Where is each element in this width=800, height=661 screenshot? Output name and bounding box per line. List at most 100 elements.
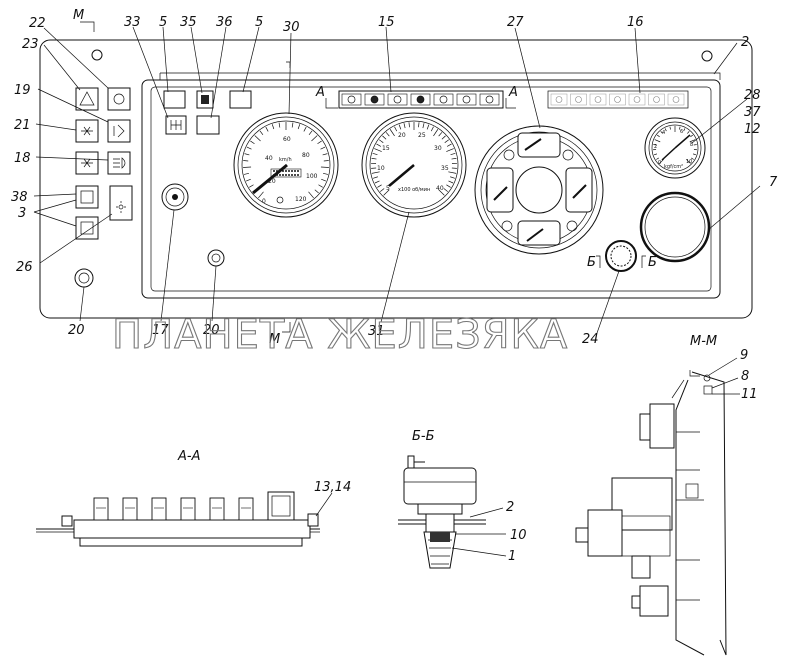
indicator-5b [229, 90, 252, 109]
light-icon [118, 204, 124, 210]
pressure-tick [669, 126, 671, 130]
tachometer-tick [450, 176, 456, 179]
mm-gauge-connector [575, 527, 589, 543]
leader-1 [451, 547, 507, 557]
indicator-lamp-right-icon [633, 96, 641, 103]
tachometer-bezel-inner [365, 116, 463, 214]
instrument-socket [639, 191, 711, 263]
leader-27 [514, 27, 541, 129]
mm-panel-tip [689, 370, 700, 377]
switch-3 [75, 216, 99, 240]
speedometer-tick [246, 146, 252, 150]
bb-flange [417, 503, 463, 515]
leader-26 [39, 213, 113, 264]
aa-lamp-caps [93, 497, 254, 521]
aa-housing [73, 519, 311, 539]
tachometer-tick [380, 188, 385, 192]
callout-10: 10 [510, 528, 527, 543]
speedometer-tick [322, 153, 328, 156]
indicator-lamp-right [628, 93, 646, 106]
leader-5b [242, 26, 260, 93]
warning-lamp-4 [566, 220, 578, 232]
section-a-left-mark [325, 98, 338, 109]
tachometer-tick [377, 184, 382, 188]
panel-outer-border [39, 39, 753, 319]
leader-38 [33, 193, 77, 197]
light-rays-icon [116, 201, 126, 213]
mm-lower-switch-cap [631, 595, 641, 609]
indicator-lamp-right-icon [672, 96, 680, 103]
section-mm-title: М-М [690, 334, 717, 349]
speedometer-indicator [276, 196, 284, 204]
pressure-tick [664, 128, 667, 132]
indicator-35-fill [201, 95, 209, 104]
tachometer-tick [398, 124, 402, 130]
speedometer-tick [265, 126, 269, 132]
section-mark-a-right: А [508, 85, 518, 100]
speedometer-tick [243, 160, 249, 162]
callout-3: 3 [18, 206, 26, 221]
switch-19 [107, 119, 131, 143]
aa-lamp-cap [180, 497, 196, 521]
speedometer-needle [252, 163, 288, 195]
gearbox-icon [170, 120, 182, 130]
leader-24 [596, 270, 620, 334]
callout-20-left: 20 [68, 323, 85, 338]
tachometer-tick [408, 122, 410, 128]
pressure-tick [654, 139, 661, 143]
mm-switch-top-cap [639, 413, 651, 441]
tachometer-tick [426, 124, 430, 130]
indicator-lamp-right-icon [555, 96, 563, 103]
tachometer-tick-40: 40 [436, 185, 444, 192]
section-mark-m-top: М [73, 8, 84, 23]
leader-2-bb [469, 507, 504, 518]
speedometer-tick-40: 40 [265, 155, 273, 162]
tachometer-tick [383, 189, 390, 196]
speedometer-tick [321, 178, 327, 182]
leader-33 [132, 26, 169, 119]
light-knob-grip [610, 245, 632, 267]
warning-lamp-3 [501, 220, 513, 232]
speedometer-tick [297, 124, 301, 130]
speedometer-tick [291, 122, 294, 128]
pressure-tick-0: 0 [658, 160, 661, 166]
leader-3a [33, 199, 77, 213]
indicator-lamp-icon [416, 95, 425, 104]
indicator-lamp-icon [347, 95, 356, 104]
indicator-strip-right-frame [547, 90, 689, 109]
pressure-tick [653, 153, 658, 156]
indicator-lamp-icon [485, 95, 494, 104]
callout-33: 33 [124, 15, 141, 30]
speedometer-tick-20: 20 [268, 178, 276, 185]
callout-22: 22 [29, 16, 46, 31]
speedometer-tick [259, 130, 264, 135]
leader-31 [380, 211, 410, 323]
tachometer-tick [374, 180, 380, 184]
tachometer-tick [394, 126, 398, 132]
leader-13-14 [315, 492, 333, 517]
speedometer-tick [303, 126, 307, 132]
callout-8: 8 [741, 369, 749, 384]
callout-2-bb: 2 [506, 500, 514, 515]
indicator-5a [163, 90, 186, 109]
section-mark-b-right: Б [648, 255, 657, 270]
warning-lamp-1 [503, 149, 515, 161]
tachometer-tick [422, 123, 425, 129]
tachometer-tick-25: 25 [418, 132, 426, 139]
mm-bracket [671, 379, 685, 399]
panel-top-rail [159, 72, 721, 80]
leader-2 [713, 42, 738, 75]
leader-21 [35, 123, 77, 131]
speedometer-unit: km/h [279, 157, 292, 163]
callout-16: 16 [627, 15, 644, 30]
callout-38: 38 [11, 190, 28, 205]
fog-lamp-switch [107, 87, 131, 111]
pressure-tick [689, 139, 696, 143]
pressure-unit: kgf/cm² [664, 164, 683, 170]
mounting-hole-left [91, 49, 103, 61]
tachometer-needle [388, 164, 415, 187]
combo-gauge-center [515, 166, 563, 214]
switch-block [74, 87, 133, 288]
knob-20-left-inner [78, 272, 90, 284]
